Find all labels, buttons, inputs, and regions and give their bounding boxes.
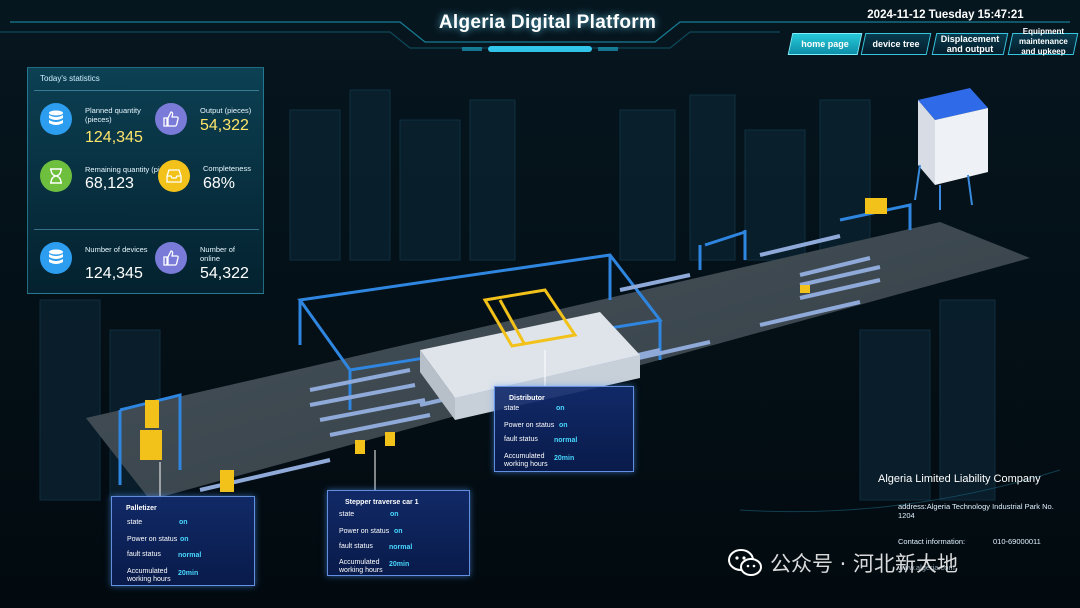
- hours-label: Accumulated working hours: [127, 568, 171, 583]
- popup-title: Distributor: [509, 395, 545, 402]
- hours-value: 20min: [178, 570, 199, 577]
- completeness-value: 68%: [203, 175, 236, 192]
- watermark-text: 公众号 · 河北新大地: [770, 552, 959, 576]
- fault-label: fault status: [127, 551, 161, 558]
- datetime: 2024-11-12 Tuesday 15:47:21: [867, 9, 1024, 21]
- leader-lines: [159, 350, 546, 498]
- popup-title: Palletizer: [126, 505, 157, 512]
- distributor-popup[interactable]: Distributor state on Power on status on …: [494, 386, 634, 472]
- nav-home-page[interactable]: home page: [787, 33, 863, 55]
- inbox-icon: [158, 160, 190, 192]
- state-label: state: [504, 405, 520, 412]
- nav-label: Equipment maintenance and upkeep: [1018, 27, 1068, 56]
- watermark: 公众号 · 河北新大地: [728, 548, 958, 578]
- title-glow-bar: [488, 46, 592, 52]
- hours-label: Accumulated working hours: [504, 453, 548, 468]
- nav-bar: home page device tree Displacement and o…: [787, 27, 1080, 57]
- database-icon: [40, 103, 72, 135]
- gantry-crane: [482, 288, 578, 348]
- nav-device-tree[interactable]: device tree: [860, 33, 932, 55]
- planned-value: 124,345: [85, 129, 143, 146]
- company-name: Algeria Limited Liability Company: [878, 473, 1041, 485]
- state-value: on: [179, 519, 188, 526]
- company-website: www.algeria.com: [898, 563, 955, 572]
- power-value: on: [394, 528, 403, 535]
- fault-label: fault status: [504, 436, 538, 443]
- yellow-machines: [140, 198, 887, 492]
- power-value: on: [180, 536, 189, 543]
- remaining-value: 68,123: [85, 175, 134, 192]
- planned-label: Planned quantity (pieces): [85, 106, 141, 124]
- state-value: on: [556, 405, 565, 412]
- devices-value: 124,345: [85, 265, 143, 282]
- state-value: on: [390, 511, 399, 518]
- online-label: Number of online: [200, 245, 236, 263]
- output-value: 54,322: [200, 117, 249, 134]
- thumbs-up-icon: [155, 242, 187, 274]
- header: Algeria Digital Platform 2024-11-12 Tues…: [0, 0, 1080, 62]
- stats-panel: Today's statistics Planned quantity (pie…: [27, 67, 264, 294]
- contact-value: 010-69000011: [993, 537, 1041, 546]
- devices-label: Number of devices: [85, 245, 148, 254]
- palletizer-popup[interactable]: Palletizer state on Power on status on f…: [111, 496, 255, 586]
- online-value: 54,322: [200, 265, 249, 282]
- state-label: state: [127, 519, 143, 526]
- contact-label: Contact information:: [898, 537, 966, 546]
- power-label: Power on status: [339, 528, 390, 535]
- wechat-icon: [728, 549, 762, 576]
- stepper-popup[interactable]: Stepper traverse car 1 state on Power on…: [327, 490, 470, 576]
- nav-label: home page: [801, 39, 849, 49]
- company-address: address:Algeria Technology Industrial Pa…: [898, 502, 1054, 520]
- nav-equipment-maintenance[interactable]: Equipment maintenance and upkeep: [1007, 27, 1079, 56]
- hours-value: 20min: [554, 455, 575, 462]
- power-label: Power on status: [127, 536, 178, 543]
- remaining-label: Remaining quantity (pieces): [85, 165, 178, 174]
- hourglass-icon: [40, 160, 72, 192]
- fault-label: fault status: [339, 543, 373, 550]
- stats-title: Today's statistics: [40, 74, 100, 83]
- hours-value: 20min: [389, 561, 410, 568]
- power-label: Power on status: [504, 422, 555, 429]
- divider: [34, 229, 259, 230]
- state-label: state: [339, 511, 355, 518]
- power-value: on: [559, 422, 568, 429]
- popup-title: Stepper traverse car 1: [345, 499, 419, 506]
- hours-label: Accumulated working hours: [339, 559, 383, 574]
- thumbs-up-icon: [155, 103, 187, 135]
- steel-structures: [118, 203, 912, 485]
- nav-label: device tree: [872, 39, 920, 49]
- divider: [34, 90, 259, 91]
- nav-label: Displacement and output: [940, 34, 1000, 54]
- output-label: Output (pieces): [200, 106, 252, 115]
- fault-value: normal: [554, 437, 578, 444]
- fault-value: normal: [178, 552, 202, 559]
- completeness-label: Completeness: [203, 164, 251, 173]
- database-icon: [40, 242, 72, 274]
- page-title: Algeria Digital Platform: [438, 12, 657, 33]
- fault-value: normal: [389, 544, 413, 551]
- nav-displacement-output[interactable]: Displacement and output: [931, 33, 1009, 55]
- silo: [914, 88, 988, 210]
